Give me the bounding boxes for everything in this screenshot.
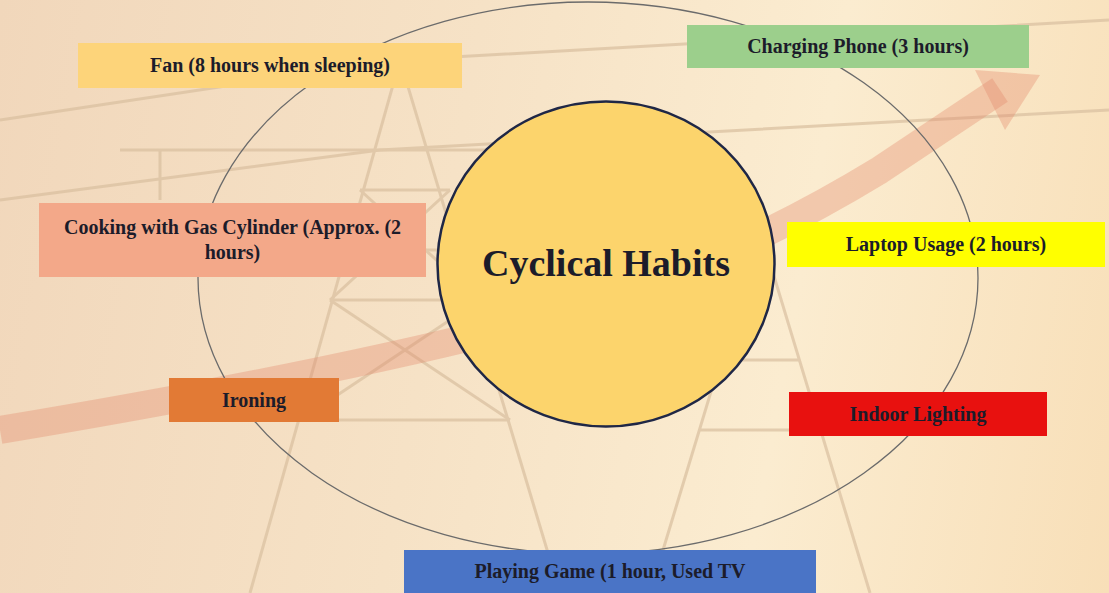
center-label: Cyclical Habits bbox=[482, 240, 730, 288]
habit-box: Playing Game (1 hour, Used TV bbox=[404, 550, 816, 593]
habit-label: Indoor Lighting bbox=[850, 402, 987, 427]
habit-label: Fan (8 hours when sleeping) bbox=[150, 53, 390, 78]
habit-box: Indoor Lighting bbox=[789, 392, 1047, 436]
habit-label: Charging Phone (3 hours) bbox=[747, 34, 969, 59]
arrow-head bbox=[975, 70, 1040, 130]
habit-label: Ironing bbox=[222, 388, 286, 413]
center-circle: Cyclical Habits bbox=[436, 100, 776, 428]
habit-label: Laptop Usage (2 hours) bbox=[846, 232, 1047, 257]
pylon-drawing bbox=[0, 20, 1109, 593]
habit-box: Ironing bbox=[169, 378, 339, 422]
habit-label: Cooking with Gas Cylinder (Approx. (2 ho… bbox=[49, 215, 416, 265]
habit-box: Cooking with Gas Cylinder (Approx. (2 ho… bbox=[39, 203, 426, 277]
habit-box: Charging Phone (3 hours) bbox=[687, 25, 1029, 68]
habit-label: Playing Game (1 hour, Used TV bbox=[474, 559, 745, 584]
habit-box: Fan (8 hours when sleeping) bbox=[78, 43, 462, 88]
habit-box: Laptop Usage (2 hours) bbox=[787, 222, 1105, 267]
